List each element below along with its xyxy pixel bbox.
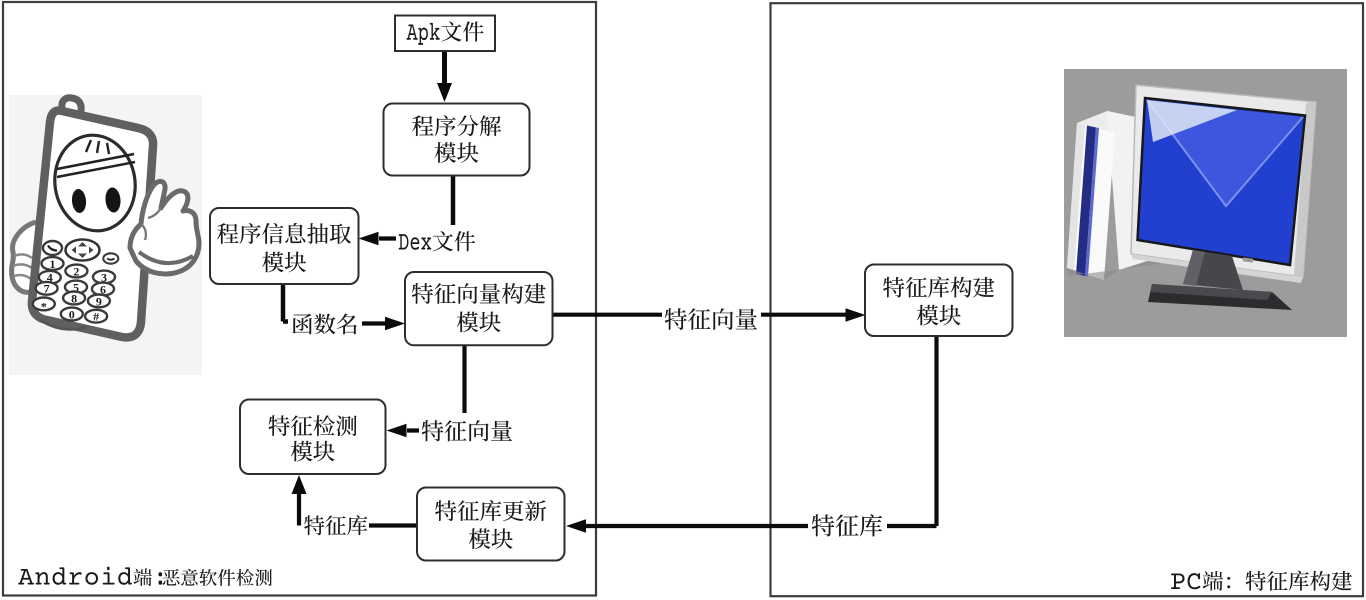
svg-text:2: 2 [73,264,79,278]
svg-text:5: 5 [73,280,79,294]
svg-text:*: * [41,299,47,313]
svg-text:#: # [93,310,99,324]
svg-text:9: 9 [96,294,102,308]
svg-text:6: 6 [100,282,106,296]
svg-text:1: 1 [50,257,56,271]
svg-text:4: 4 [47,271,53,285]
svg-text:3: 3 [101,270,107,284]
svg-text:8: 8 [71,291,77,305]
svg-text:0: 0 [69,307,75,321]
svg-text:7: 7 [44,282,50,296]
